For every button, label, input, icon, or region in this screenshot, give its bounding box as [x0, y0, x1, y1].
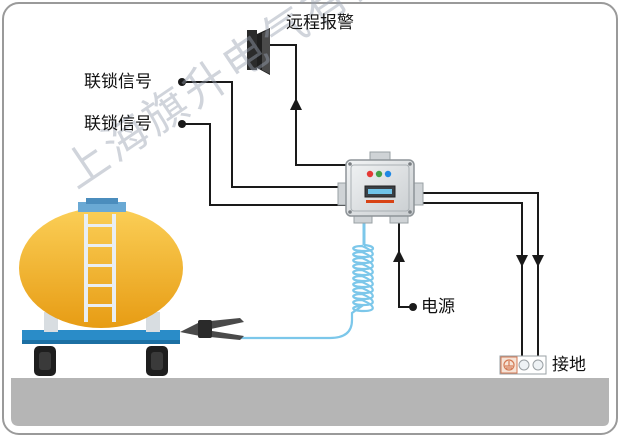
- interlock-signal-label-2: 联锁信号: [84, 114, 152, 134]
- controller-box: [337, 151, 424, 224]
- interlock-signal-label-1: 联锁信号: [84, 72, 152, 92]
- power-dot: [409, 303, 417, 311]
- grounding-label: 接地: [552, 355, 586, 375]
- ground-wire-2: [420, 202, 523, 361]
- remote-alarm-label: 远程报警: [286, 13, 354, 33]
- power-arrow-icon: [393, 250, 405, 262]
- ground-terminal: [499, 355, 547, 375]
- wires: [182, 44, 539, 361]
- interlock-dot-2: [178, 120, 186, 128]
- ground-arrow-icon-1: [516, 255, 528, 267]
- ground-arrow-icon-2: [532, 255, 544, 267]
- ground-slab: [11, 378, 609, 426]
- alarm-arrow-icon: [290, 98, 302, 110]
- siren-icon: [247, 28, 270, 75]
- power-wire: [398, 218, 413, 308]
- tank-truck: [19, 198, 183, 376]
- power-supply-label: 电源: [421, 297, 455, 317]
- coiled-cable: [240, 243, 375, 340]
- interlock-wire-2: [182, 123, 346, 206]
- grounding-clamp: [180, 318, 244, 340]
- interlock-dot-1: [178, 78, 186, 86]
- ground-wire-1: [420, 192, 539, 361]
- interlock-wire-1: [182, 81, 346, 188]
